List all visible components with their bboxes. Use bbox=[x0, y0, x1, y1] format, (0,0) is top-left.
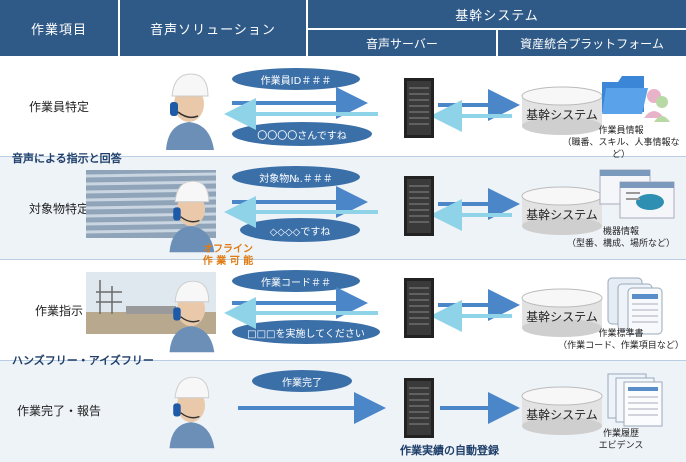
header-item: 作業項目 bbox=[0, 0, 118, 56]
info-row3: 作業標準書 （作業コード、作業項目など） bbox=[556, 328, 686, 352]
row-label-4-text: 作業完了・報告 bbox=[16, 403, 101, 418]
bubble-row2-bottom-text: ◇◇◇◇ですね bbox=[269, 226, 331, 238]
info-row2: 機器情報 （型番、構成、場所など） bbox=[556, 226, 686, 250]
row-label-3: 作業指示 bbox=[0, 292, 118, 328]
header-platform-label: 資産統合プラットフォーム bbox=[520, 36, 664, 51]
server-icon-3 bbox=[404, 278, 434, 338]
header-core: 基幹システム bbox=[308, 0, 686, 28]
bubble-row2-top-text: 対象物№.＃＃＃ bbox=[259, 173, 333, 185]
header-voice-server-label: 音声サーバー bbox=[366, 36, 438, 51]
database-2-label: 基幹システム bbox=[526, 208, 598, 222]
row-label-1: 作業員特定 bbox=[0, 88, 118, 124]
database-3-label: 基幹システム bbox=[526, 310, 598, 324]
database-icon-4 bbox=[521, 386, 603, 435]
info-row1-detail: （職番、スキル、人事情報など） bbox=[562, 138, 680, 160]
bubble-row2-top: 対象物№.＃＃＃ bbox=[232, 166, 360, 188]
worker-3 bbox=[169, 280, 215, 353]
bubble-row4-top-text: 作業完了 bbox=[282, 377, 322, 389]
database-4-label: 基幹システム bbox=[526, 408, 598, 422]
offline-line2: 作 業 可 能 bbox=[202, 256, 254, 267]
header-voice-server: 音声サーバー bbox=[308, 30, 496, 56]
database-1: 基幹システム bbox=[520, 86, 604, 136]
info-row4-title: 作業履歴 bbox=[602, 429, 639, 439]
row-label-3-text: 作業指示 bbox=[34, 303, 83, 318]
offline-label: オフライン 作 業 可 能 bbox=[196, 244, 260, 268]
bubble-row3-bottom: □□□を実施してください bbox=[232, 320, 380, 344]
voice-instruction-label: 音声による指示と回答 bbox=[12, 152, 122, 165]
row-label-4: 作業完了・報告 bbox=[0, 392, 118, 428]
info-row2-detail: （型番、構成、場所など） bbox=[566, 239, 675, 249]
server-icon-4 bbox=[404, 378, 434, 438]
info-row1: 作業員情報 （職番、スキル、人事情報など） bbox=[556, 125, 686, 161]
info-row1-title: 作業員情報 bbox=[598, 126, 644, 136]
info-row2-title: 機器情報 bbox=[602, 227, 639, 237]
database-1-label: 基幹システム bbox=[526, 108, 598, 122]
bubble-row3-bottom-text: □□□を実施してください bbox=[247, 328, 365, 340]
info-row3-title: 作業標準書 bbox=[598, 329, 644, 339]
row-label-2-text: 対象物特定 bbox=[28, 201, 89, 216]
database-3: 基幹システム bbox=[520, 288, 604, 338]
server-icon-1 bbox=[404, 78, 434, 138]
bubble-row1-top-text: 作業員ID＃＃＃ bbox=[260, 75, 332, 87]
bubble-row3-top: 作業コード＃＃ bbox=[232, 270, 360, 292]
info-row3-detail: （作業コード、作業項目など） bbox=[558, 341, 684, 351]
header-item-label: 作業項目 bbox=[30, 22, 87, 38]
bubble-row1-top: 作業員ID＃＃＃ bbox=[232, 68, 360, 90]
database-icon-1 bbox=[521, 86, 603, 135]
bubble-row3-top-text: 作業コード＃＃ bbox=[261, 277, 331, 289]
info-row4-detail: エビデンス bbox=[598, 441, 644, 451]
header-voice-label: 音声ソリューション bbox=[150, 22, 276, 38]
auto-register-label: 作業実績の自動登録 bbox=[400, 444, 499, 457]
database-4: 基幹システム bbox=[520, 386, 604, 436]
equipment-screens-icon bbox=[599, 169, 675, 219]
header-platform: 資産統合プラットフォーム bbox=[498, 30, 686, 56]
database-icon-2 bbox=[521, 186, 603, 235]
info-row4: 作業履歴 エビデンス bbox=[586, 428, 656, 452]
worker-1 bbox=[166, 73, 214, 150]
bubble-row2-bottom: ◇◇◇◇ですね bbox=[240, 218, 360, 242]
header-core-label: 基幹システム bbox=[455, 8, 539, 24]
worker-4 bbox=[169, 376, 215, 449]
database-icon-3 bbox=[521, 288, 603, 337]
handsfree-label: ハンズフリー・アイズフリー bbox=[12, 354, 154, 367]
worker-2 bbox=[169, 180, 215, 253]
server-icon-2 bbox=[404, 176, 434, 236]
row-label-1-text: 作業員特定 bbox=[28, 99, 89, 114]
folder-users-icon bbox=[602, 76, 670, 122]
offline-line1: オフライン bbox=[203, 244, 253, 255]
standard-documents-icon bbox=[607, 277, 663, 335]
bubble-row1-bottom-text: 〇〇〇〇さんですね bbox=[257, 130, 347, 142]
database-2: 基幹システム bbox=[520, 186, 604, 236]
header-voice: 音声ソリューション bbox=[120, 0, 306, 56]
row-label-2: 対象物特定 bbox=[0, 190, 118, 226]
bubble-row4-top: 作業完了 bbox=[252, 370, 352, 392]
history-documents-icon bbox=[607, 373, 663, 427]
